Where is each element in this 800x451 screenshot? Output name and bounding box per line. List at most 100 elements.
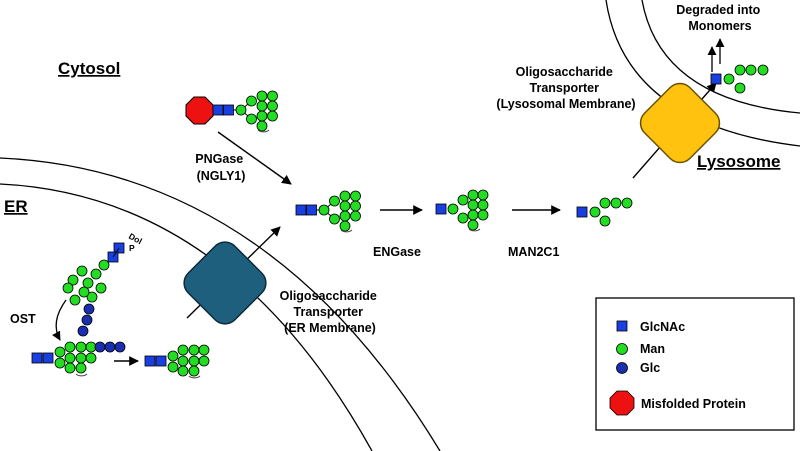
- mannose-circle: [599, 215, 611, 227]
- mannose-circle: [76, 265, 88, 277]
- mannose-circle: [64, 341, 76, 353]
- glcnac-square: [223, 104, 234, 116]
- glcnac-square: [435, 203, 447, 215]
- mannose-circle: [599, 197, 611, 209]
- mannose-circle: [329, 195, 340, 207]
- mannose-circle: [98, 259, 110, 271]
- mannose-circle: [757, 64, 769, 76]
- branch-arc: [188, 375, 201, 379]
- mannose-circle: [447, 203, 459, 215]
- mannose-circle: [339, 220, 351, 232]
- mannose-circle: [95, 282, 107, 294]
- lysosome-label: Lysosome: [697, 152, 780, 171]
- branch-arc: [340, 229, 353, 233]
- mannose-circle: [198, 355, 210, 367]
- mannose-circle: [467, 219, 479, 231]
- mannose-circle: [75, 341, 87, 353]
- mannose-circle: [85, 352, 97, 364]
- mannose-circle: [267, 90, 278, 102]
- er-label: ER: [4, 197, 28, 216]
- mannose-circle: [318, 204, 330, 216]
- mannose-circle: [734, 64, 746, 76]
- mannose-circle: [457, 194, 469, 206]
- mannose-circle: [339, 200, 351, 212]
- mannose-circle: [256, 120, 268, 132]
- mannose-circle: [350, 210, 361, 222]
- glucose-circle: [114, 341, 126, 353]
- red-octagon-icon: [609, 390, 635, 416]
- mannose-circle: [477, 209, 489, 221]
- mannose-circle: [177, 355, 189, 367]
- mannose-circle: [467, 209, 479, 221]
- mannose-circle: [64, 362, 76, 374]
- mannose-circle: [188, 344, 200, 356]
- glucose-circle: [77, 325, 89, 337]
- mannose-circle: [339, 190, 351, 202]
- glycan-structures: [31, 64, 769, 379]
- mannose-circle: [339, 210, 351, 222]
- mannose-circle: [734, 82, 746, 94]
- glcnac-square: [42, 352, 54, 364]
- degraded-label: Degraded into Monomers: [676, 3, 764, 33]
- glycosidic-bond: [112, 247, 120, 258]
- mannose-circle: [78, 286, 90, 298]
- dark-blue-circle-icon: [616, 362, 628, 374]
- mannose-circle: [621, 197, 633, 209]
- mannose-circle: [256, 90, 268, 102]
- er-oligosaccharide-transporter: [183, 226, 281, 325]
- legend: GlcNAc Man Glc Misfolded Protein: [595, 297, 795, 431]
- mannose-circle: [745, 64, 757, 76]
- mannose-circle: [85, 341, 97, 353]
- mannose-circle: [90, 268, 102, 280]
- mannose-circle: [75, 352, 87, 364]
- misfolded-protein-octagon: [185, 96, 214, 125]
- mannose-circle: [198, 344, 210, 356]
- cytosol-label: Cytosol: [58, 59, 120, 78]
- glcnac-square: [710, 73, 722, 85]
- mannose-circle: [256, 110, 268, 122]
- lysosomal-oligosaccharide-transporter: [632, 82, 721, 179]
- mannose-circle: [235, 104, 247, 116]
- glucose-circle: [81, 314, 93, 326]
- process-arrows: [52, 131, 561, 366]
- mannose-circle: [69, 294, 81, 306]
- glcnac-square: [212, 104, 224, 116]
- legend-glc: Glc: [640, 361, 660, 375]
- mannose-circle: [723, 73, 735, 85]
- lysosomal-transporter-label: Oligosaccharide Transporter (Lysosomal M…: [496, 65, 635, 111]
- green-circle-icon: [616, 343, 628, 355]
- mannose-circle: [267, 100, 278, 112]
- mannose-circle: [477, 199, 489, 211]
- branch-arc: [75, 373, 88, 377]
- blue-square-icon: [616, 320, 628, 332]
- mannose-circle: [246, 95, 257, 107]
- mannose-circle: [177, 344, 189, 356]
- engase-label: ENGase: [373, 245, 421, 259]
- mannose-circle: [467, 199, 479, 211]
- mannose-circle: [467, 189, 479, 201]
- mannose-circle: [86, 291, 98, 303]
- glucose-circle: [104, 341, 116, 353]
- legend-misfolded: Misfolded Protein: [641, 397, 746, 411]
- mannose-circle: [167, 350, 179, 362]
- er-transporter-label: Oligosaccharide Transporter (ER Membrane…: [280, 289, 381, 335]
- mannose-circle: [188, 355, 200, 367]
- mannose-circle: [62, 282, 74, 294]
- mannose-circle: [167, 361, 179, 373]
- glcnac-square: [144, 355, 156, 367]
- legend-man: Man: [640, 342, 665, 356]
- ost-label: OST: [10, 312, 36, 326]
- dol-p-label: P: [129, 243, 135, 253]
- mannose-circle: [75, 362, 87, 374]
- mannose-circle: [610, 197, 622, 209]
- glcnac-square: [31, 352, 43, 364]
- glucose-circle: [94, 341, 106, 353]
- mannose-circle: [477, 189, 489, 201]
- glcnac-square: [155, 355, 167, 367]
- mannose-circle: [457, 212, 469, 224]
- mannose-circle: [82, 277, 94, 289]
- glcnac-square: [576, 206, 588, 218]
- branch-arc: [257, 129, 270, 133]
- mannose-circle: [54, 346, 66, 358]
